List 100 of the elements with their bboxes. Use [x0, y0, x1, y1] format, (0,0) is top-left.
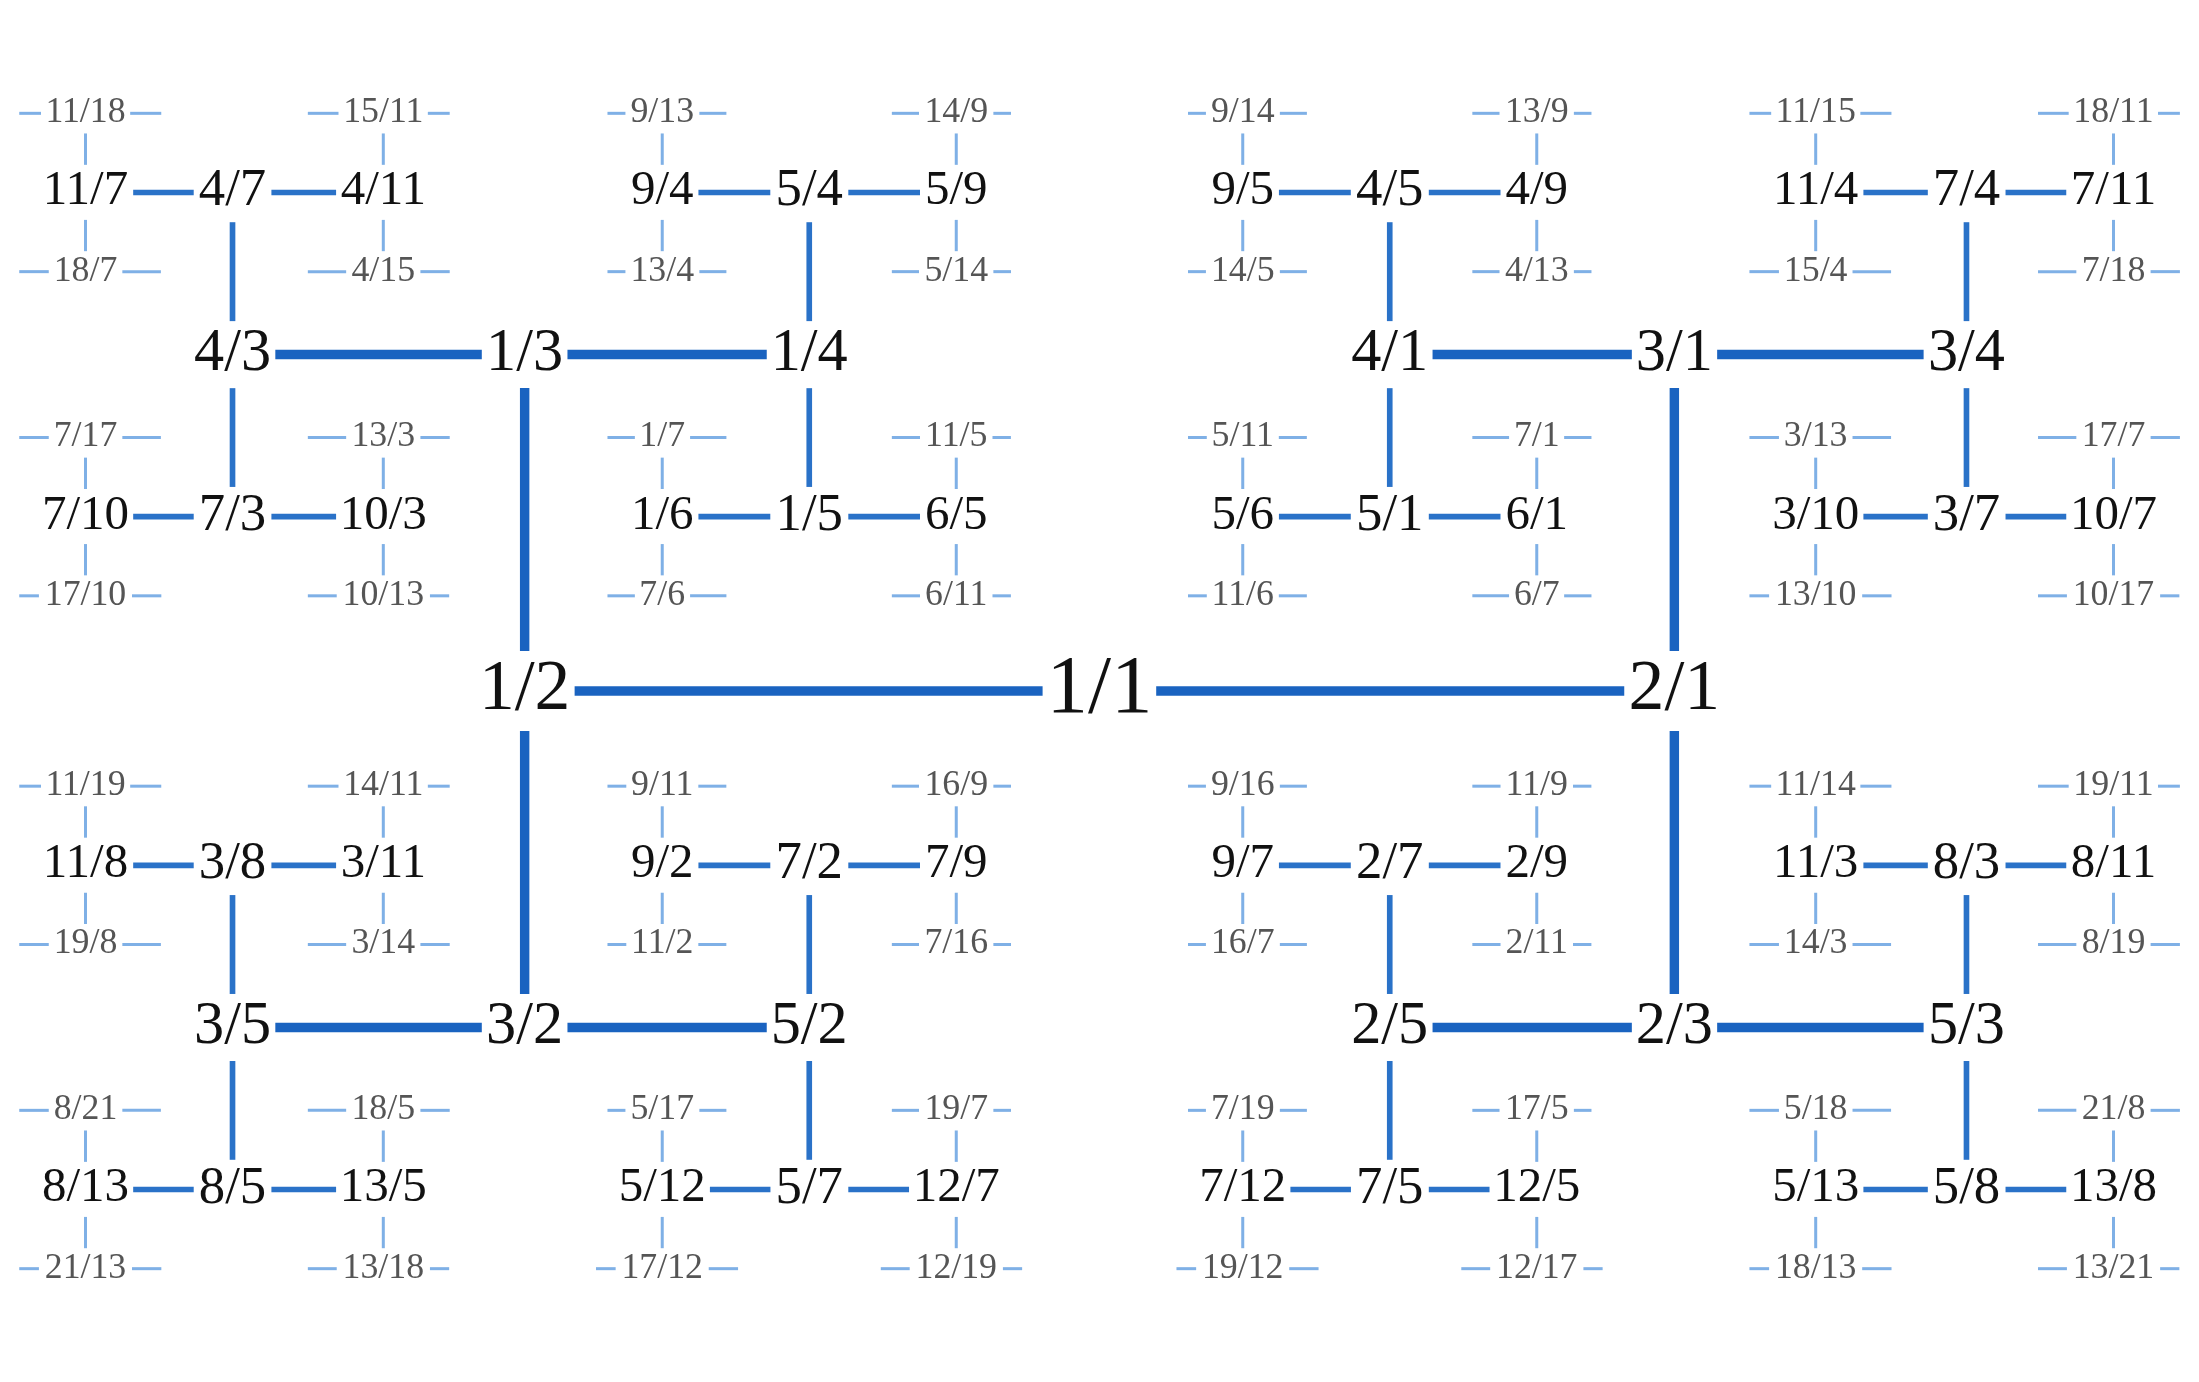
node-text: 7/2: [775, 831, 843, 890]
connector: [954, 1216, 958, 1249]
connector: [271, 862, 337, 869]
node-text: 3/4: [1927, 315, 2006, 383]
connector: [2160, 594, 2180, 598]
connector: [1749, 594, 1770, 598]
node-text: 7/16: [924, 921, 989, 962]
connector: [1428, 1186, 1490, 1193]
connector: [993, 270, 1011, 274]
connector: [519, 388, 530, 651]
connector: [607, 436, 635, 439]
connector: [660, 806, 664, 838]
connector: [698, 189, 771, 196]
connector: [954, 806, 958, 838]
node-text: 4/3: [193, 315, 272, 383]
connector: [1814, 133, 1818, 165]
node-text: 3/10: [1772, 484, 1860, 540]
connector: [133, 862, 194, 869]
connector: [993, 943, 1011, 946]
node-text: 14/5: [1210, 248, 1275, 289]
node-text: 4/13: [1504, 248, 1569, 289]
connector: [1852, 270, 1892, 274]
node-text: 15/4: [1783, 248, 1848, 289]
node-text: 4/15: [351, 248, 416, 289]
node-text: 17/7: [2081, 414, 2146, 455]
node-text: 19/11: [2073, 763, 2154, 804]
node-text: 8/19: [2081, 921, 2146, 962]
connector: [1241, 457, 1245, 489]
connector: [1289, 1267, 1319, 1271]
connector: [1814, 1130, 1818, 1162]
connector: [2111, 133, 2115, 165]
connector: [2150, 270, 2180, 274]
connector: [381, 1130, 385, 1162]
connector: [1535, 133, 1539, 165]
node-text: 9/2: [630, 833, 694, 889]
node-text: 11/7: [42, 160, 129, 216]
connector: [1863, 189, 1928, 196]
node-text: 12/5: [1493, 1157, 1581, 1213]
connector: [891, 436, 920, 439]
node-text: 16/9: [924, 763, 989, 804]
connector: [1241, 806, 1245, 838]
node-text: 4/1: [1351, 315, 1429, 383]
connector: [1573, 1108, 1592, 1112]
node-text: 5/18: [1783, 1087, 1848, 1128]
connector: [381, 219, 385, 252]
connector: [130, 111, 162, 115]
connector: [420, 943, 450, 946]
connector: [427, 784, 450, 788]
connector: [1386, 388, 1393, 487]
connector: [1814, 892, 1818, 925]
node-text: 3/1: [1635, 315, 1713, 383]
node-text: 7/19: [1210, 1087, 1275, 1128]
node-text: 11/6: [1211, 572, 1274, 613]
connector: [954, 219, 958, 252]
connector: [84, 892, 88, 925]
node-text: 1/5: [775, 482, 843, 541]
node-text: 1/7: [639, 414, 686, 455]
connector: [519, 730, 530, 995]
connector: [1472, 943, 1501, 946]
node-text: 12/19: [915, 1245, 998, 1286]
node-text: 17/5: [1504, 1087, 1569, 1128]
connector: [880, 1267, 910, 1271]
connector: [1290, 1186, 1351, 1193]
connector: [1187, 111, 1206, 115]
node-text: 10/13: [342, 572, 425, 613]
node-text: 11/8: [42, 833, 129, 889]
node-text: 3/7: [1932, 482, 2001, 541]
connector: [2005, 862, 2067, 869]
connector: [698, 943, 727, 946]
node-text: 5/17: [630, 1087, 695, 1128]
connector: [1814, 457, 1818, 489]
connector: [2038, 111, 2069, 115]
connector: [1386, 222, 1393, 322]
node-text: 7/11: [2070, 160, 2157, 216]
connector: [1241, 892, 1245, 925]
node-text: 5/9: [924, 160, 988, 216]
node-text: 9/7: [1211, 833, 1275, 889]
node-text: 3/11: [340, 833, 426, 889]
connector: [307, 1267, 337, 1271]
connector: [1573, 943, 1592, 946]
node-text: 3/13: [1783, 414, 1848, 455]
node-text: 18/11: [2073, 90, 2154, 131]
node-text: 10/17: [2072, 572, 2155, 613]
connector: [1187, 784, 1206, 788]
node-text: 8/5: [198, 1155, 267, 1214]
node-text: 13/8: [2069, 1157, 2158, 1213]
connector: [19, 436, 49, 439]
connector: [1573, 270, 1592, 274]
node-text: 5/13: [1772, 1157, 1860, 1213]
node-text: 9/16: [1210, 763, 1275, 804]
connector: [1863, 862, 1928, 869]
node-text: 6/5: [924, 484, 988, 540]
node-text: 2/5: [1351, 988, 1429, 1056]
node-text: 7/5: [1356, 1155, 1424, 1214]
node-text: 19/12: [1201, 1245, 1284, 1286]
connector: [1386, 1061, 1393, 1160]
node-text: 13/4: [630, 248, 695, 289]
connector: [1963, 388, 1970, 487]
connector: [1472, 270, 1500, 274]
connector: [307, 436, 347, 439]
